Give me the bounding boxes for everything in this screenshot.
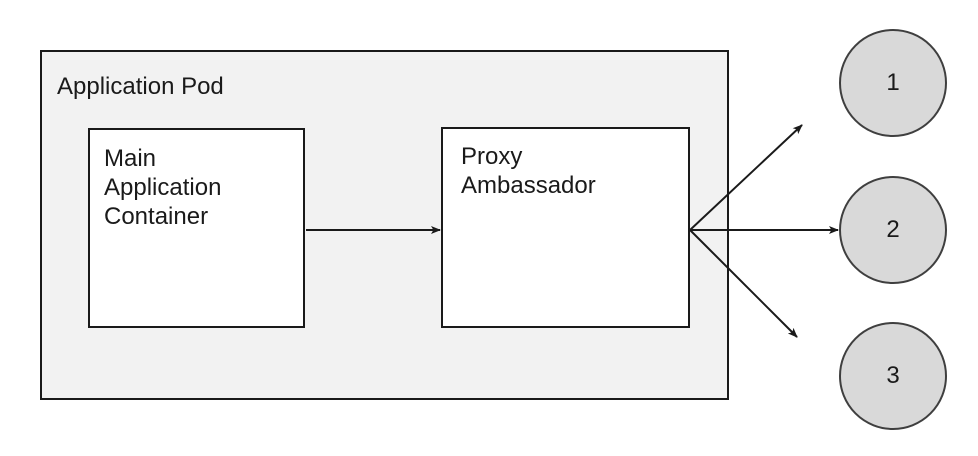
external-node-3-label: 3 bbox=[886, 362, 900, 389]
proxy-ambassador-label: Proxy Ambassador bbox=[461, 143, 596, 200]
proxy-ambassador-box[interactable]: Proxy Ambassador bbox=[441, 127, 690, 328]
main-application-container-label: Main Application Container bbox=[104, 145, 222, 231]
application-pod-label: Application Pod bbox=[57, 73, 224, 100]
external-node-2-label: 2 bbox=[886, 216, 900, 243]
external-node-2[interactable]: 2 bbox=[839, 176, 947, 284]
main-application-container-box[interactable]: Main Application Container bbox=[88, 128, 305, 328]
external-node-1[interactable]: 1 bbox=[839, 29, 947, 137]
external-node-3[interactable]: 3 bbox=[839, 322, 947, 430]
external-node-1-label: 1 bbox=[886, 69, 900, 96]
